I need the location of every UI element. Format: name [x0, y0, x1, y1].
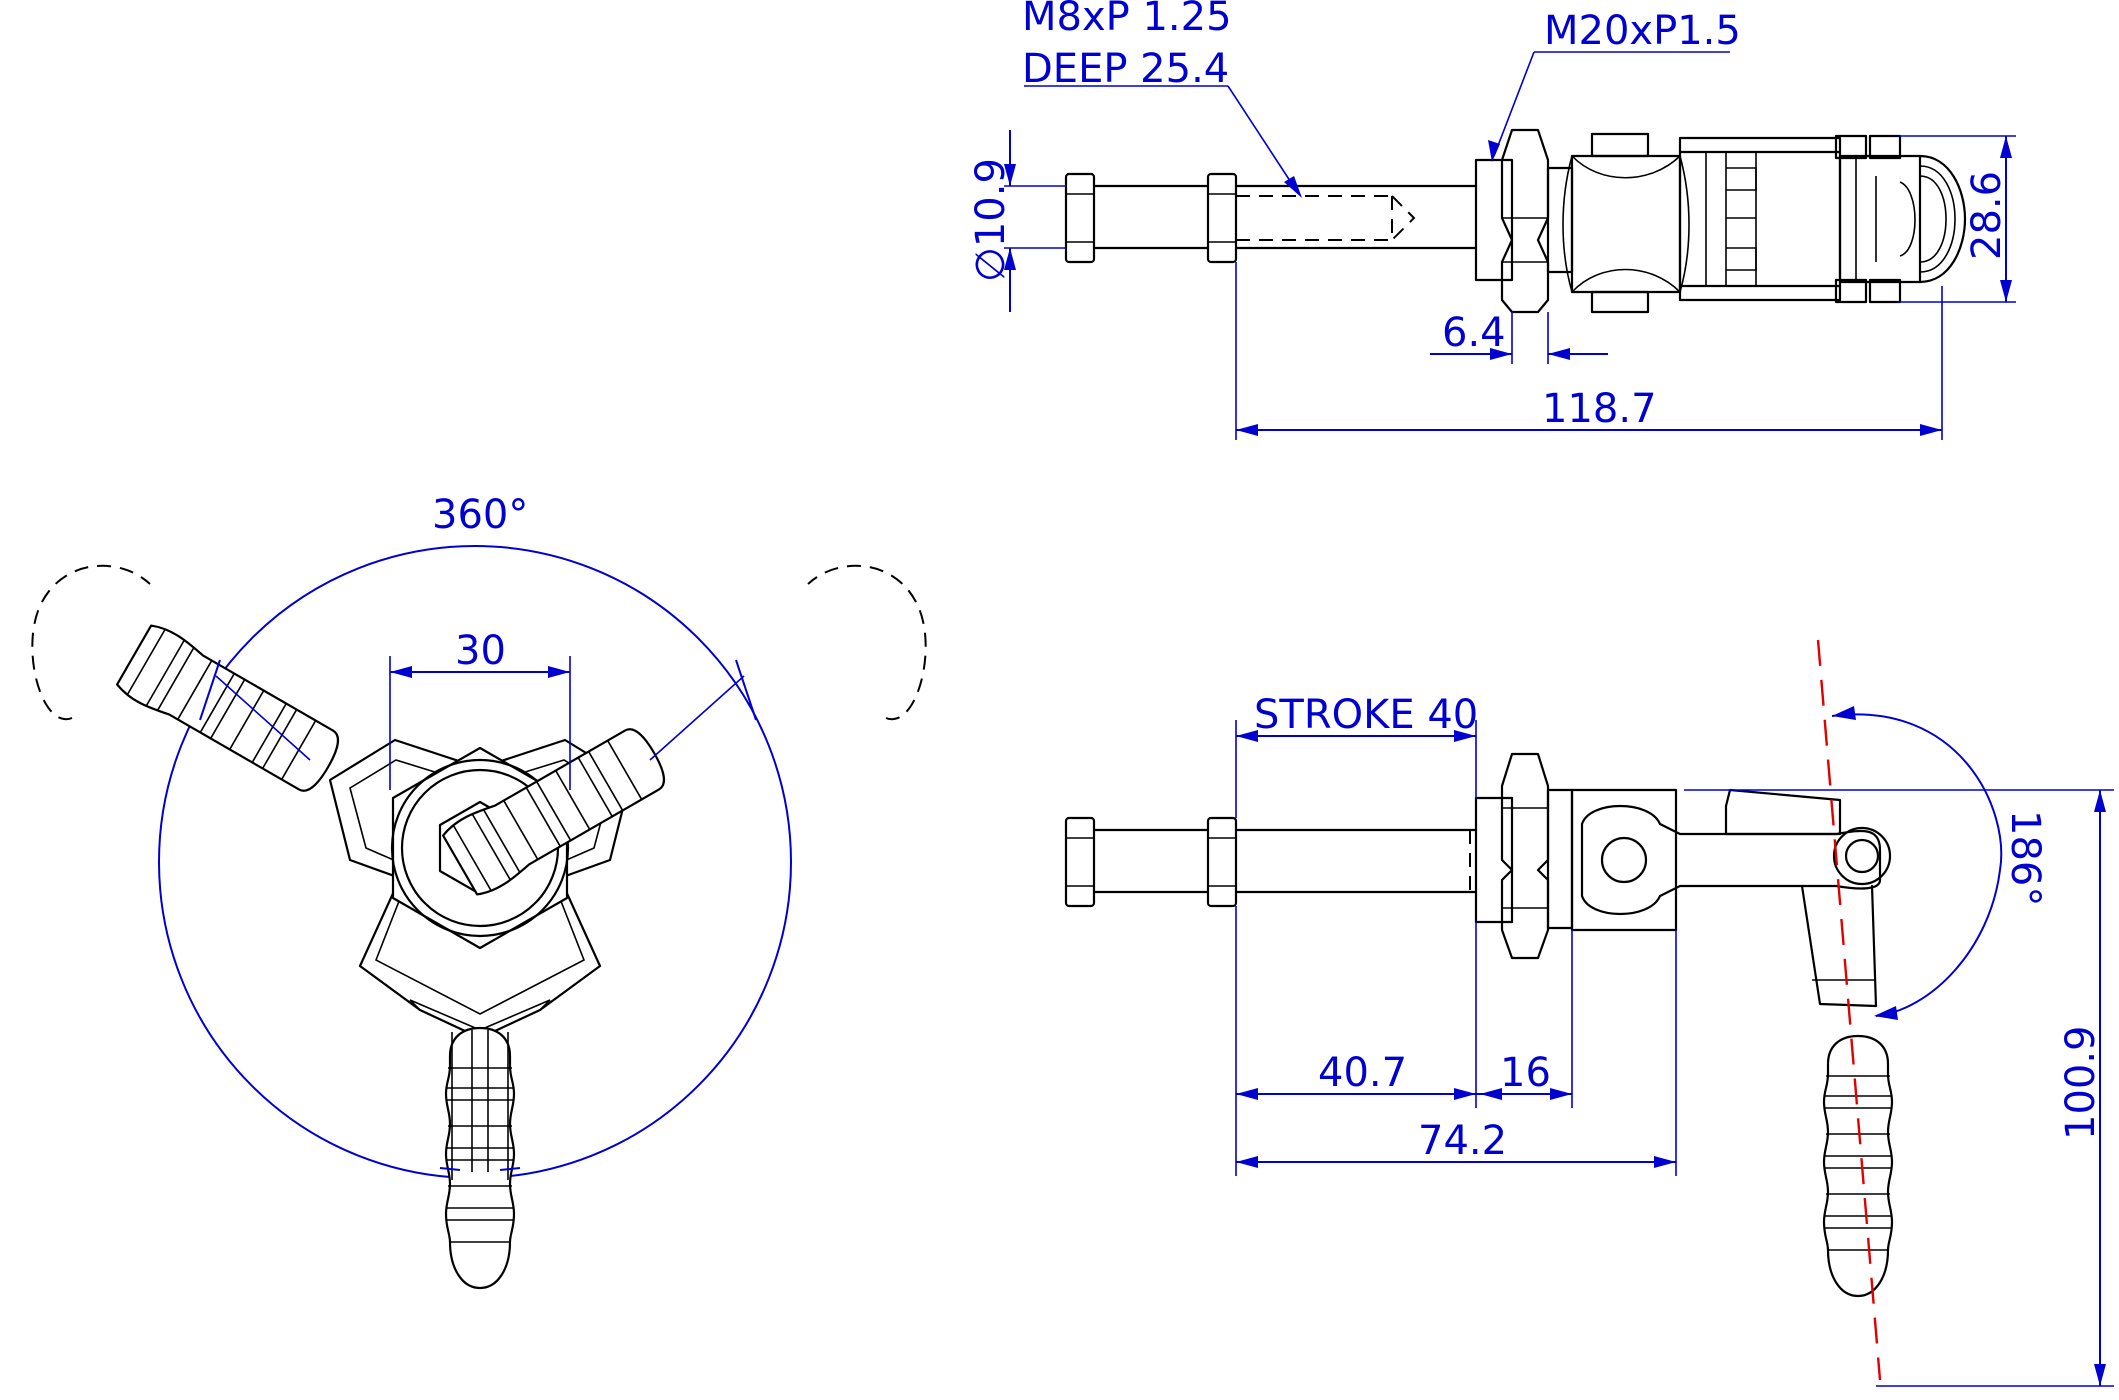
- grip-left: [113, 620, 349, 802]
- grip-side: [1822, 1034, 1894, 1298]
- hex-nut: [1206, 816, 1238, 908]
- thread-m8-label: M8xP 1.25: [1022, 0, 1232, 40]
- mount-nut: [1500, 128, 1550, 314]
- dim-118-7-label: 118.7: [1542, 386, 1657, 432]
- hex-nut: [1206, 172, 1238, 264]
- link-pin-top: [1590, 132, 1650, 158]
- angle-186-label: 186°: [2002, 810, 2048, 906]
- dim-6-4-label: 6.4: [1442, 310, 1506, 356]
- stroke-40-label: STROKE 40: [1254, 692, 1478, 738]
- dim-diameter-label: ∅10.9: [968, 158, 1014, 282]
- barrel: [1570, 154, 1682, 294]
- handle-centerline: [1816, 639, 1882, 1381]
- grip-left-phantom: [31, 564, 151, 721]
- rotation-view: 360° 30: [31, 492, 927, 1290]
- thread-deep-label: DEEP 25.4: [1022, 46, 1229, 92]
- hex-nut: [1064, 816, 1096, 908]
- dim-74-2-label: 74.2: [1418, 1118, 1507, 1164]
- angle-360-label: 360°: [432, 492, 528, 538]
- dim-40-7-label: 40.7: [1318, 1050, 1407, 1096]
- dim-30-label: 30: [455, 628, 506, 674]
- side-view: 186° 100.9 STROKE 40 40.7 16 74.2: [1064, 639, 2114, 1387]
- top-view: ∅10.9 M8xP 1.25 DEEP 25.4 M20xP1.5 28.6 …: [968, 0, 2016, 440]
- grip-end: [1918, 154, 1967, 284]
- body: [1570, 788, 1678, 932]
- grip-bottom: [444, 1026, 516, 1290]
- dim-16-label: 16: [1500, 1050, 1551, 1096]
- flange: [1474, 158, 1514, 282]
- dim-28-6-label: 28.6: [1964, 171, 2010, 260]
- dim-100-9-label: 100.9: [2058, 1025, 2104, 1140]
- grip-right-phantom: [807, 564, 927, 721]
- washer: [1546, 166, 1574, 274]
- thread-m20-label: M20xP1.5: [1544, 8, 1741, 54]
- mount-nut: [1500, 752, 1550, 960]
- hex-nut: [1064, 172, 1096, 264]
- link-pin-bottom: [1590, 290, 1650, 314]
